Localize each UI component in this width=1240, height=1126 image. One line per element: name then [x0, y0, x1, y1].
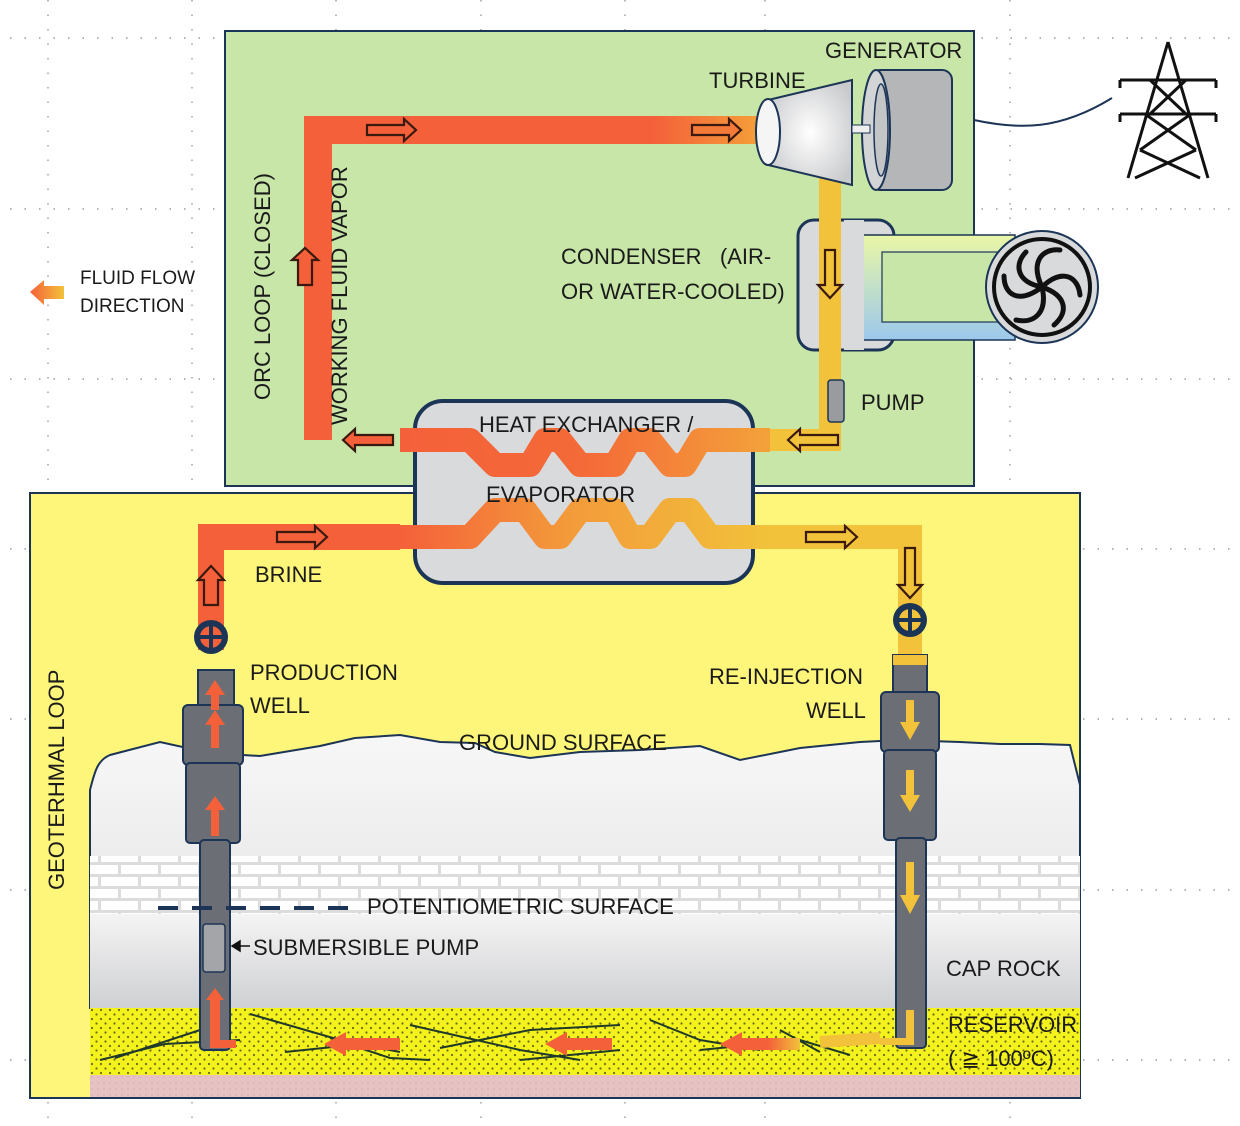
heat-exchanger — [400, 399, 770, 585]
heat-exchanger-label-line2: EVAPORATOR — [486, 482, 635, 507]
brine-label: BRINE — [255, 562, 322, 587]
cap-rock-layer — [90, 914, 1080, 1008]
working-fluid-label: WORKING FLUID VAPOR — [327, 166, 352, 425]
orc-pump — [827, 379, 845, 423]
ground-surface-label: GROUND SURFACE — [459, 730, 667, 755]
reservoir-label-line1: RESERVOIR — [948, 1012, 1077, 1037]
orc-loop-label: ORC LOOP (CLOSED) — [250, 173, 275, 400]
transmission-tower-icon — [1118, 41, 1218, 180]
submersible-pump — [202, 923, 226, 973]
submersible-pump-pointer — [230, 939, 250, 953]
reservoir-label-line2: ( ≧ 100ºC) — [948, 1046, 1054, 1071]
reinjection-valve-icon — [893, 603, 927, 637]
generator — [851, 69, 953, 191]
geothermal-loop-label: GEOTERHMAL LOOP — [44, 670, 69, 890]
submersible-pump-label: SUBMERSIBLE PUMP — [253, 935, 479, 960]
flow-direction-arrows — [195, 116, 925, 607]
reinjection-well-label-line1: RE-INJECTION — [709, 664, 863, 689]
reinjection-well — [880, 603, 940, 1049]
turbine-label: TURBINE — [709, 68, 806, 93]
cooling-fan-icon — [985, 230, 1099, 344]
heat-exchanger-label-line1: HEAT EXCHANGER / — [479, 412, 694, 437]
production-valve-icon — [194, 620, 228, 654]
cap-rock-label: CAP ROCK — [946, 956, 1061, 981]
power-cable — [973, 97, 1113, 127]
condenser — [796, 205, 1099, 380]
condenser-label-line2: OR WATER-COOLED) — [561, 279, 785, 304]
production-well-label-line1: PRODUCTION — [250, 660, 398, 685]
reinjection-well-label-line2: WELL — [806, 698, 866, 723]
legend-label-line1: FLUID FLOW — [80, 268, 195, 289]
potentiometric-surface-label: POTENTIOMETRIC SURFACE — [367, 894, 674, 919]
fluid-flow-arrow-icon — [30, 280, 64, 305]
basement-layer — [90, 1075, 1080, 1097]
legend-label-line2: DIRECTION — [80, 296, 185, 317]
turbine — [755, 78, 853, 187]
reservoir-flow-arrows — [324, 1032, 881, 1056]
condenser-label-line1: CONDENSER (AIR- — [561, 244, 771, 269]
pump-label: PUMP — [861, 390, 925, 415]
production-well-label-line2: WELL — [250, 693, 310, 718]
production-well — [182, 620, 244, 1051]
generator-label: GENERATOR — [825, 38, 962, 63]
